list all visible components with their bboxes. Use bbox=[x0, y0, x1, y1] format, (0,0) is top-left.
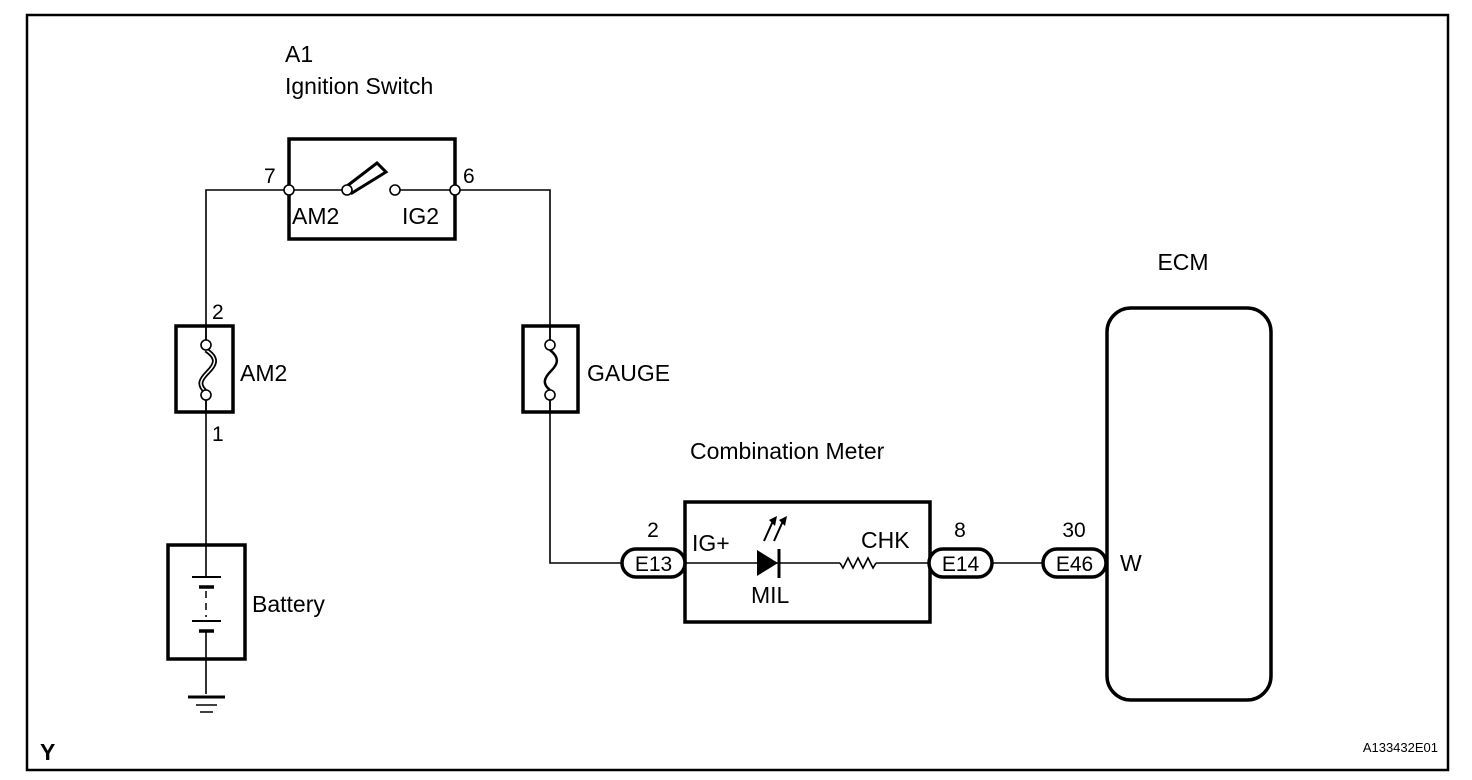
gauge-fuse bbox=[521, 324, 580, 414]
corner-code-label: Y bbox=[40, 739, 55, 765]
light-arrow-2 bbox=[773, 520, 784, 542]
connector-e14 bbox=[927, 547, 994, 579]
mil-label: MIL bbox=[751, 582, 790, 608]
connector-e13-label: E13 bbox=[635, 553, 672, 576]
switch-ref-label: A1 bbox=[285, 41, 313, 67]
gauge-fuse-label: GAUGE bbox=[587, 360, 670, 386]
am2-fuse-terminal-top bbox=[200, 339, 212, 351]
combination-meter-label: Combination Meter bbox=[690, 438, 885, 464]
fuse-element-highlight bbox=[200, 349, 216, 393]
am2-fuse-pin-top-label: 2 bbox=[212, 301, 224, 324]
am2-fuse bbox=[174, 324, 235, 414]
ecm-terminal-label: W bbox=[1120, 550, 1142, 576]
light-arrow-1 bbox=[763, 520, 774, 542]
switch-contact-pivot bbox=[341, 184, 353, 196]
battery bbox=[166, 543, 247, 661]
connector-e46-label: E46 bbox=[1056, 553, 1093, 576]
light-arrow-head-2 bbox=[779, 516, 787, 526]
switch-terminal-7 bbox=[283, 184, 295, 196]
diagram-frame bbox=[25, 13, 1450, 772]
resistor-icon bbox=[839, 556, 877, 570]
am2-fuse-box bbox=[174, 324, 235, 414]
connector-e46-pin-label: 30 bbox=[1062, 519, 1085, 542]
switch-contact-in-label: AM2 bbox=[292, 203, 339, 229]
wire-am2-fuse-to-switch bbox=[205, 189, 289, 345]
gauge-fuse-terminal-top bbox=[544, 339, 556, 351]
connector-e13-pin-label: 2 bbox=[647, 519, 659, 542]
ecm-box bbox=[1105, 306, 1273, 702]
gauge-fuse-terminal-bottom bbox=[544, 389, 556, 401]
ecm-label: ECM bbox=[1157, 249, 1208, 275]
light-emission-icon bbox=[763, 516, 787, 542]
switch-terminal-6 bbox=[449, 184, 461, 196]
combination-meter bbox=[683, 500, 932, 624]
wire-gauge-fuse-to-e13 bbox=[549, 395, 622, 564]
meter-output-terminal-label: CHK bbox=[861, 527, 910, 553]
ground-icon bbox=[188, 695, 225, 713]
wire-switch-to-gauge-fuse bbox=[455, 189, 551, 345]
connector-e14-pin-label: 8 bbox=[954, 519, 966, 542]
ignition-switch bbox=[283, 137, 461, 241]
switch-contact-out-label: IG2 bbox=[402, 203, 439, 229]
figure-id-label: A133432E01 bbox=[1363, 740, 1438, 755]
switch-pin-in-label: 7 bbox=[264, 165, 276, 188]
connector-e13 bbox=[620, 547, 687, 579]
combination-meter-box bbox=[683, 500, 932, 624]
fuse-element-icon bbox=[543, 349, 559, 391]
switch-pin-out-label: 6 bbox=[463, 165, 475, 188]
mil-led-icon bbox=[757, 550, 778, 576]
connector-e14-label: E14 bbox=[942, 553, 980, 576]
light-arrow-head-1 bbox=[769, 516, 777, 526]
am2-fuse-label: AM2 bbox=[240, 360, 287, 386]
switch-lever-icon bbox=[344, 161, 389, 196]
meter-input-terminal-label: IG+ bbox=[692, 530, 730, 556]
switch-name-label: Ignition Switch bbox=[285, 73, 433, 99]
am2-fuse-pin-bottom-label: 1 bbox=[212, 423, 224, 446]
am2-fuse-terminal-bottom bbox=[200, 389, 212, 401]
switch-contact-ig2 bbox=[389, 184, 401, 196]
battery-label: Battery bbox=[252, 591, 325, 617]
